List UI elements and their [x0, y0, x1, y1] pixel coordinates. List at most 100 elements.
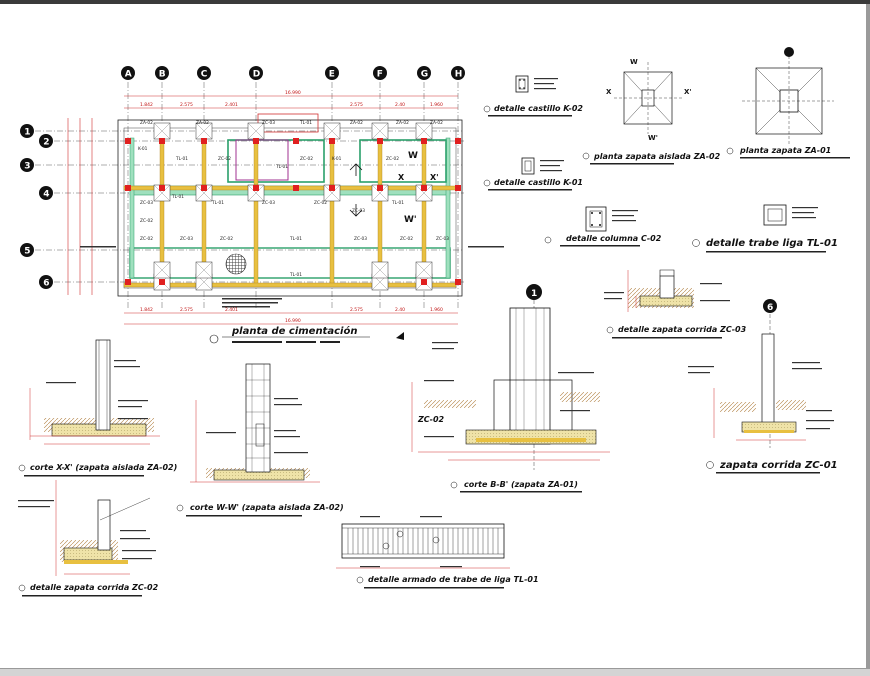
title-plan-za02: planta zapata aislada ZA-02: [593, 152, 721, 161]
horizontal-scrollbar[interactable]: [0, 668, 870, 676]
top-dim-5: 2.575: [350, 102, 363, 108]
title-plan-za01: planta zapata ZA-01: [739, 146, 831, 155]
member-label: TL-01: [289, 236, 302, 242]
row-axis-label: 6: [43, 278, 49, 288]
col-axis-bubble: [155, 66, 169, 80]
yellow-beam: [253, 135, 259, 287]
bottom-dim-3: 2.401: [225, 307, 238, 313]
col-axis-bubble: [121, 66, 135, 80]
col-axis-bubble: [249, 66, 263, 80]
title-strip-footing-zc01: zapata corrida ZC-01: [719, 460, 838, 471]
column: [421, 185, 427, 191]
column: [125, 185, 131, 191]
label-zc02-in-section: ZC-02: [417, 415, 445, 424]
column: [293, 185, 299, 191]
detail-tie-beam-tl01: detalle trabe liga TL-01: [692, 204, 838, 253]
col-axis-bubble: [373, 66, 387, 80]
title-section-x-x: corte X-X' (zapata aislada ZA-02): [30, 463, 177, 472]
member-label: TL-01: [289, 272, 302, 278]
member-label: ZC-02: [218, 156, 231, 162]
columns: [125, 138, 461, 285]
row-axis-bubble: [20, 124, 34, 138]
title-tie-beam-tl01: detalle trabe liga TL-01: [706, 238, 838, 249]
top-dim-6: 1.960: [430, 102, 443, 108]
column: [377, 138, 383, 144]
detail-strip-footing-zc01: 6 zapata corrida ZC-01: [688, 299, 838, 474]
col-axis-bubble: [325, 66, 339, 80]
north-arrow-icon: [396, 332, 404, 340]
row-axis-bubble: [20, 158, 34, 172]
member-label: ZC-03: [140, 200, 153, 206]
top-dim-3: 2.401: [225, 102, 238, 108]
member-label: ZC-03: [436, 236, 449, 242]
detail-strip-footing-zc03: detalle zapata corrida ZC-03: [604, 269, 747, 339]
row-axis-bubble: [39, 186, 53, 200]
bottom-dim-6: 1.960: [430, 307, 443, 313]
bubble-1-label: 1: [531, 289, 537, 299]
top-dim-1: 1.842: [140, 102, 153, 108]
member-label: ZC-03: [180, 236, 193, 242]
member-label: TL-01: [211, 200, 224, 206]
detail-columna-c02: detalle columna C-02: [544, 206, 662, 247]
plan-outline: [117, 119, 463, 297]
member-label: ZC-03: [262, 120, 275, 126]
col-axis-bubble: [417, 66, 431, 80]
column: [455, 138, 461, 144]
column: [421, 138, 427, 144]
column: [201, 185, 207, 191]
title-detail-c02: detalle columna C-02: [566, 234, 662, 243]
row-axis-bubble: [39, 275, 53, 289]
col-axis-label: G: [421, 70, 428, 80]
member-label: ZA-02: [396, 120, 409, 126]
column: [125, 138, 131, 144]
member-label: TL-01: [299, 120, 312, 126]
bottom-dimension-line: 1.842 2.575 2.401 16.990 2.575 2.40 1.96…: [124, 307, 458, 325]
column: [455, 185, 461, 191]
member-label: ZC-03: [262, 200, 275, 206]
svg-text:X': X': [684, 88, 692, 96]
svg-text:X': X': [430, 173, 439, 182]
member-label: ZC-03: [352, 208, 365, 214]
detail-strip-footing-zc02: detalle zapata corrida ZC-02: [18, 480, 159, 597]
title-section-b-b: corte B-B' (zapata ZA-01): [464, 480, 578, 489]
drain-grate: [225, 253, 247, 275]
section-w-w: corte W-W' (zapata aislada ZA-02): [176, 363, 344, 517]
member-label: ZC-02: [386, 156, 399, 162]
top-dim-2: 2.575: [180, 102, 193, 108]
member-label: TL-01: [175, 156, 188, 162]
title-detail-k02: detalle castillo K-02: [494, 104, 583, 113]
bottom-dim-4: 2.40: [395, 307, 405, 313]
left-dimension-line: [67, 118, 93, 295]
title-section-w-w: corte W-W' (zapata aislada ZA-02): [190, 503, 344, 512]
row-axis-label: 4: [43, 189, 49, 199]
detail-tie-beam-reinforcement: detalle armado de trabe de liga TL-01: [336, 516, 539, 589]
col-axis-bubble: [451, 66, 465, 80]
member-label: K-01: [138, 146, 148, 152]
top-dimension-line: 1.842 2.575 2.401 16.990 2.575 2.40 1.96…: [124, 90, 458, 109]
column: [159, 279, 165, 285]
section-x-x: corte X-X' (zapata aislada ZA-02): [18, 339, 177, 477]
bubble-6-label: 6: [767, 303, 773, 313]
section-arrow-w-bottom: W': [404, 215, 417, 225]
member-label: ZA-02: [350, 120, 363, 126]
window-right-border: [866, 4, 870, 668]
column: [377, 185, 383, 191]
column: [253, 185, 259, 191]
top-total: 16.990: [285, 90, 301, 96]
column: [421, 279, 427, 285]
bottom-dim-2: 2.575: [180, 307, 193, 313]
row-axis-label: 3: [24, 161, 30, 171]
column: [253, 138, 259, 144]
col-axis-label: F: [377, 70, 383, 80]
svg-text:X: X: [606, 88, 612, 96]
column: [293, 138, 299, 144]
row-axis-bubble: [20, 243, 34, 257]
member-label: TL-01: [391, 200, 404, 206]
member-label: ZC-02: [400, 236, 413, 242]
bottom-dim-5: 2.575: [350, 307, 363, 313]
bottom-total: 16.990: [285, 318, 301, 324]
